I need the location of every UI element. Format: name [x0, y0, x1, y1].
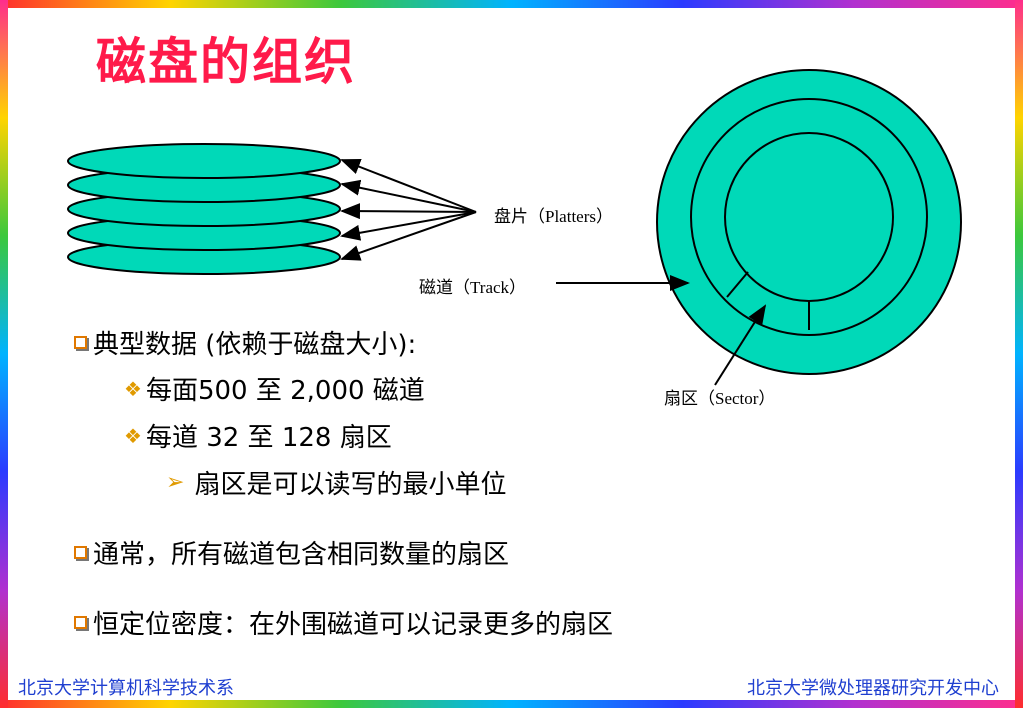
- bullet-text: 每面500 至 2,000 磁道: [145, 376, 425, 406]
- platter-arrow-2: [340, 179, 477, 213]
- bullet-tracks-per-surface: ❖ 每面500 至 2,000 磁道: [124, 370, 425, 407]
- bullet-constant-density: 恒定位密度：在外围磁道可以记录更多的扇区: [74, 604, 613, 641]
- bullet-text: 每道 32 至 128 扇区: [145, 423, 392, 453]
- left-border: [0, 0, 8, 708]
- bullet-sectors-per-track: ❖ 每道 32 至 128 扇区: [124, 417, 392, 454]
- platters-label: 盘片（Platters）: [494, 207, 613, 226]
- sector-arrow: [714, 304, 767, 386]
- platter-arrows: [340, 159, 477, 261]
- sector-label: 扇区（Sector）: [664, 389, 776, 408]
- platter-arrow-3: [340, 203, 477, 220]
- footer-left: 北京大学计算机科学技术系: [18, 678, 234, 699]
- bullet-same-sectors: 通常，所有磁道包含相同数量的扇区: [74, 534, 509, 571]
- platter-1: [67, 143, 341, 179]
- sector-boundary-1: [726, 271, 749, 298]
- arrow-bullet-icon: ➢: [166, 470, 185, 495]
- right-border: [1015, 0, 1023, 708]
- bullet-text: 恒定位密度：在外围磁道可以记录更多的扇区: [93, 610, 614, 640]
- diamond-bullet-icon: ❖: [124, 423, 142, 448]
- square-bullet-icon: [74, 546, 87, 559]
- platter-arrow-4: [340, 211, 477, 241]
- footer-right: 北京大学微处理器研究开发中心: [747, 678, 999, 699]
- platter-arrow-5: [340, 211, 477, 261]
- bullet-sector-min-unit: ➢ 扇区是可以读写的最小单位: [166, 464, 506, 501]
- track-label: 磁道（Track）: [419, 278, 527, 297]
- bullet-text: 典型数据 (依赖于磁盘大小):: [93, 330, 417, 360]
- platter-arrow-1: [340, 159, 477, 213]
- platter-stack: [67, 143, 341, 275]
- square-bullet-icon: [74, 616, 87, 629]
- disk-top-view: [656, 69, 962, 375]
- square-bullet-icon: [74, 336, 87, 349]
- bullet-text: 扇区是可以读写的最小单位: [194, 470, 507, 500]
- bullet-text: 通常，所有磁道包含相同数量的扇区: [93, 540, 510, 570]
- track-inner-circle: [724, 132, 894, 302]
- bullet-typical-data: 典型数据 (依赖于磁盘大小):: [74, 324, 416, 361]
- diamond-bullet-icon: ❖: [124, 376, 142, 401]
- page-title: 磁盘的组织: [96, 33, 356, 91]
